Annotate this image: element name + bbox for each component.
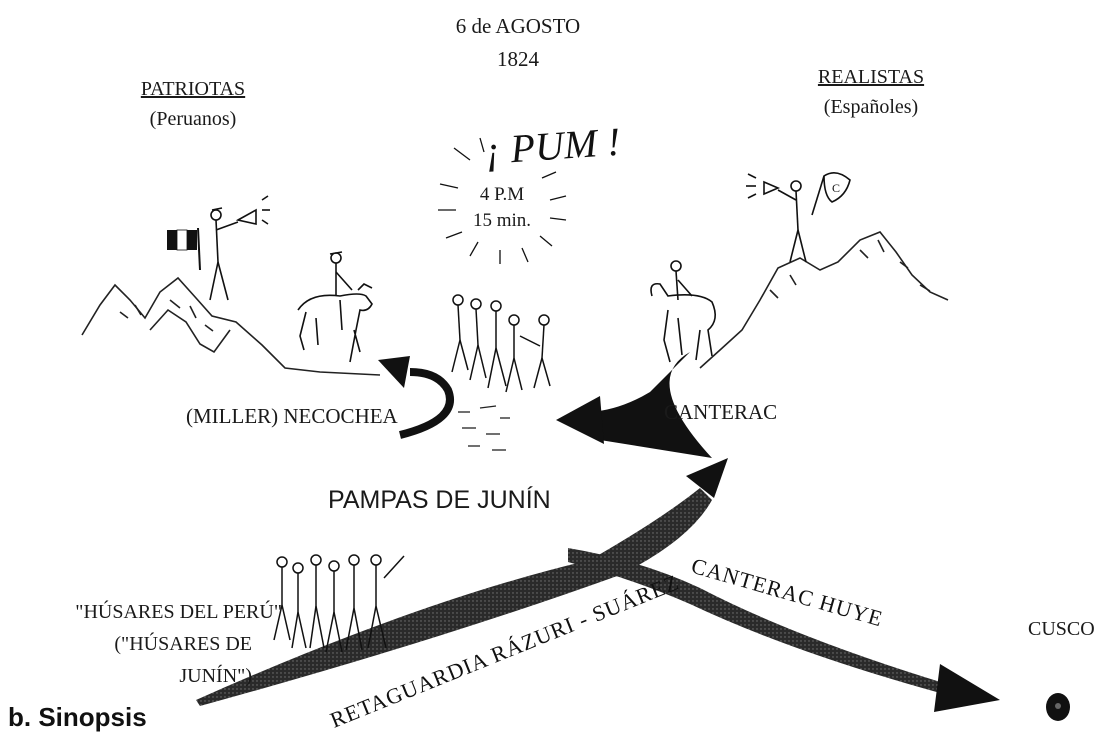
realistas-title: REALISTAS: [817, 66, 925, 88]
patriotas-title: PATRIOTAS: [140, 78, 246, 100]
cusco-label: CUSCO: [1028, 618, 1095, 640]
peruvian-flag-icon: [167, 227, 201, 271]
date-block: 6 de AGOSTO 1824: [448, 10, 588, 76]
husares-line-1: "HÚSARES DEL PERÚ": [75, 601, 282, 623]
realistas-heading: REALISTAS (Españoles): [796, 62, 946, 122]
patriot-bugler-icon: [209, 195, 270, 301]
canterac-attack-arrow: [556, 352, 712, 458]
pampa-marks: [458, 405, 510, 451]
royalist-horseman-icon: [650, 260, 716, 363]
date-line-1: 6 de AGOSTO: [455, 14, 581, 38]
pampas-label: PAMPAS DE JUNÍN: [328, 486, 551, 514]
husares-label: "HÚSARES DEL PERÚ" ("HÚSARES DE JUNÍN"): [32, 596, 282, 692]
patriotas-subtitle: (Peruanos): [149, 108, 237, 130]
explosion-rays: [438, 137, 567, 264]
caption: b. Sinopsis: [8, 702, 147, 732]
husares-soldiers-icon: [273, 554, 405, 653]
explosion-time: 4 P.M 15 min.: [462, 182, 542, 234]
time-line-1: 4 P.M: [479, 184, 525, 205]
patriot-horseman-icon: [297, 251, 373, 363]
time-line-2: 15 min.: [472, 210, 532, 231]
right-mountains: [699, 231, 949, 369]
necochea-curved-arrow: [378, 356, 454, 439]
canterac-retreat-arrow: [568, 548, 1000, 712]
date-line-2: 1824: [497, 47, 539, 71]
canterac-label: CANTERAC: [664, 400, 778, 424]
pum-label: ¡ PUM !: [483, 119, 621, 173]
cusco-marker-icon: [1046, 693, 1070, 721]
retaguardia-arrow: [196, 458, 728, 706]
patriotas-heading: PATRIOTAS (Peruanos): [118, 74, 268, 134]
royalist-flag-letter: C: [832, 181, 840, 195]
left-mountains: [81, 276, 381, 376]
royalist-bugler-icon: [746, 172, 851, 263]
canterac-huye-label: CANTERAC HUYE: [689, 553, 886, 632]
realistas-subtitle: (Españoles): [823, 96, 919, 118]
fighting-soldiers-icon: [451, 294, 551, 393]
husares-line-3: JUNÍN"): [179, 665, 252, 687]
miller-necochea-label: (MILLER) NECOCHEA: [186, 404, 398, 428]
husares-line-2: ("HÚSARES DE: [114, 633, 252, 655]
